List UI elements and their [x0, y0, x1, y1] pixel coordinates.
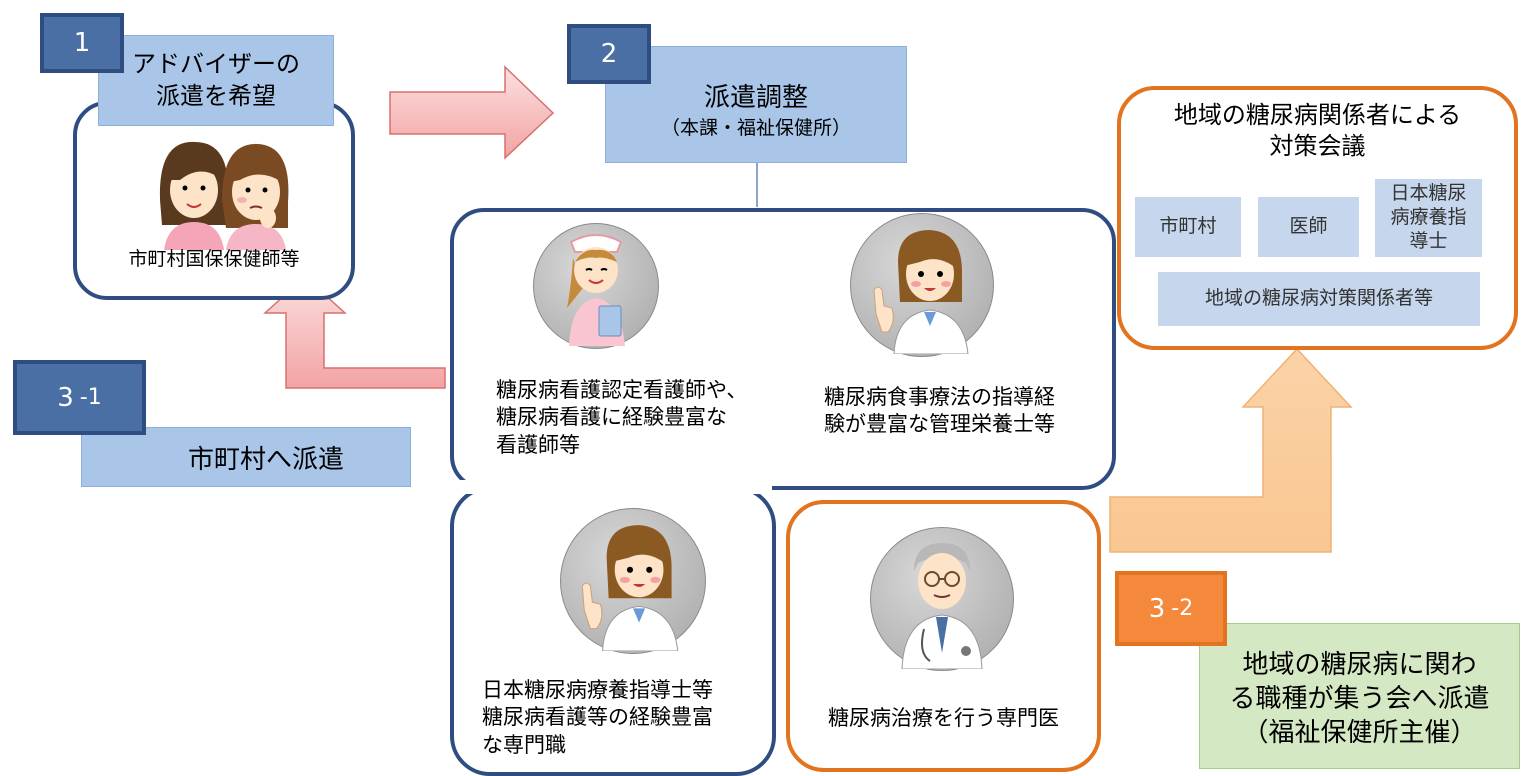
step2-subtitle: （本課・福祉保健所）: [660, 117, 851, 140]
step32-number-main: 3: [1148, 593, 1166, 624]
step32-number-sub: -2: [1171, 595, 1194, 621]
requester-caption: 市町村国保保健師等: [128, 248, 300, 270]
educator-icon: [581, 525, 679, 651]
nurse-description: 糖尿病看護認定看護師や、 糖尿病看護に経験豊富な 看護師等: [496, 378, 748, 457]
step31-label-box: 市町村へ派遣: [81, 427, 411, 487]
member-municipality: 市町村: [1135, 197, 1241, 257]
step32-number: 3-2: [1115, 571, 1227, 646]
women-consulting-icon: [159, 141, 289, 250]
member-diabetes-educator: 日本糖尿 病療養指 導士: [1375, 179, 1482, 257]
step2-title: 派遣調整: [703, 83, 808, 114]
step2-label-box: 派遣調整 （本課・福祉保健所）: [605, 46, 907, 163]
educator-description: 日本糖尿病療養指導士等 糖尿病看護等の経験豊富 な専門職: [482, 678, 713, 757]
step1-title-line2: 派遣を希望: [156, 81, 276, 110]
step1-label-box: アドバイザーの 派遣を希望: [98, 35, 334, 126]
arrow-to-step2: [389, 65, 555, 160]
meeting-title: 地域の糖尿病関係者による 対策会議: [1173, 101, 1462, 161]
doctor-description: 糖尿病治療を行う専門医: [828, 706, 1059, 730]
member-doctor: 医師: [1258, 197, 1359, 257]
member-others: 地域の糖尿病対策関係者等: [1158, 272, 1480, 326]
dietitian-icon: [873, 230, 969, 354]
nurse-icon: [567, 234, 625, 346]
step31-number-main: 3: [57, 382, 74, 413]
box-merge-mask: [454, 480, 772, 494]
arrow-to-meeting: [1109, 347, 1353, 553]
step32-label: 地域の糖尿病に関わ る職種が集う会へ派遣 （福祉保健所主催）: [1229, 649, 1490, 749]
doctor-icon: [901, 543, 983, 669]
step32-label-box: 地域の糖尿病に関わ る職種が集う会へ派遣 （福祉保健所主催）: [1199, 623, 1520, 769]
step2-number: 2: [567, 24, 651, 84]
step1-title-line1: アドバイザーの: [132, 50, 300, 79]
step31-number-sub: -1: [79, 384, 102, 410]
dietitian-description: 糖尿病食事療法の指導経 験が豊富な管理栄養士等: [824, 385, 1055, 437]
step31-number: 3-1: [13, 360, 146, 435]
step1-number: 1: [40, 13, 124, 73]
step31-label: 市町村へ派遣: [187, 444, 344, 475]
